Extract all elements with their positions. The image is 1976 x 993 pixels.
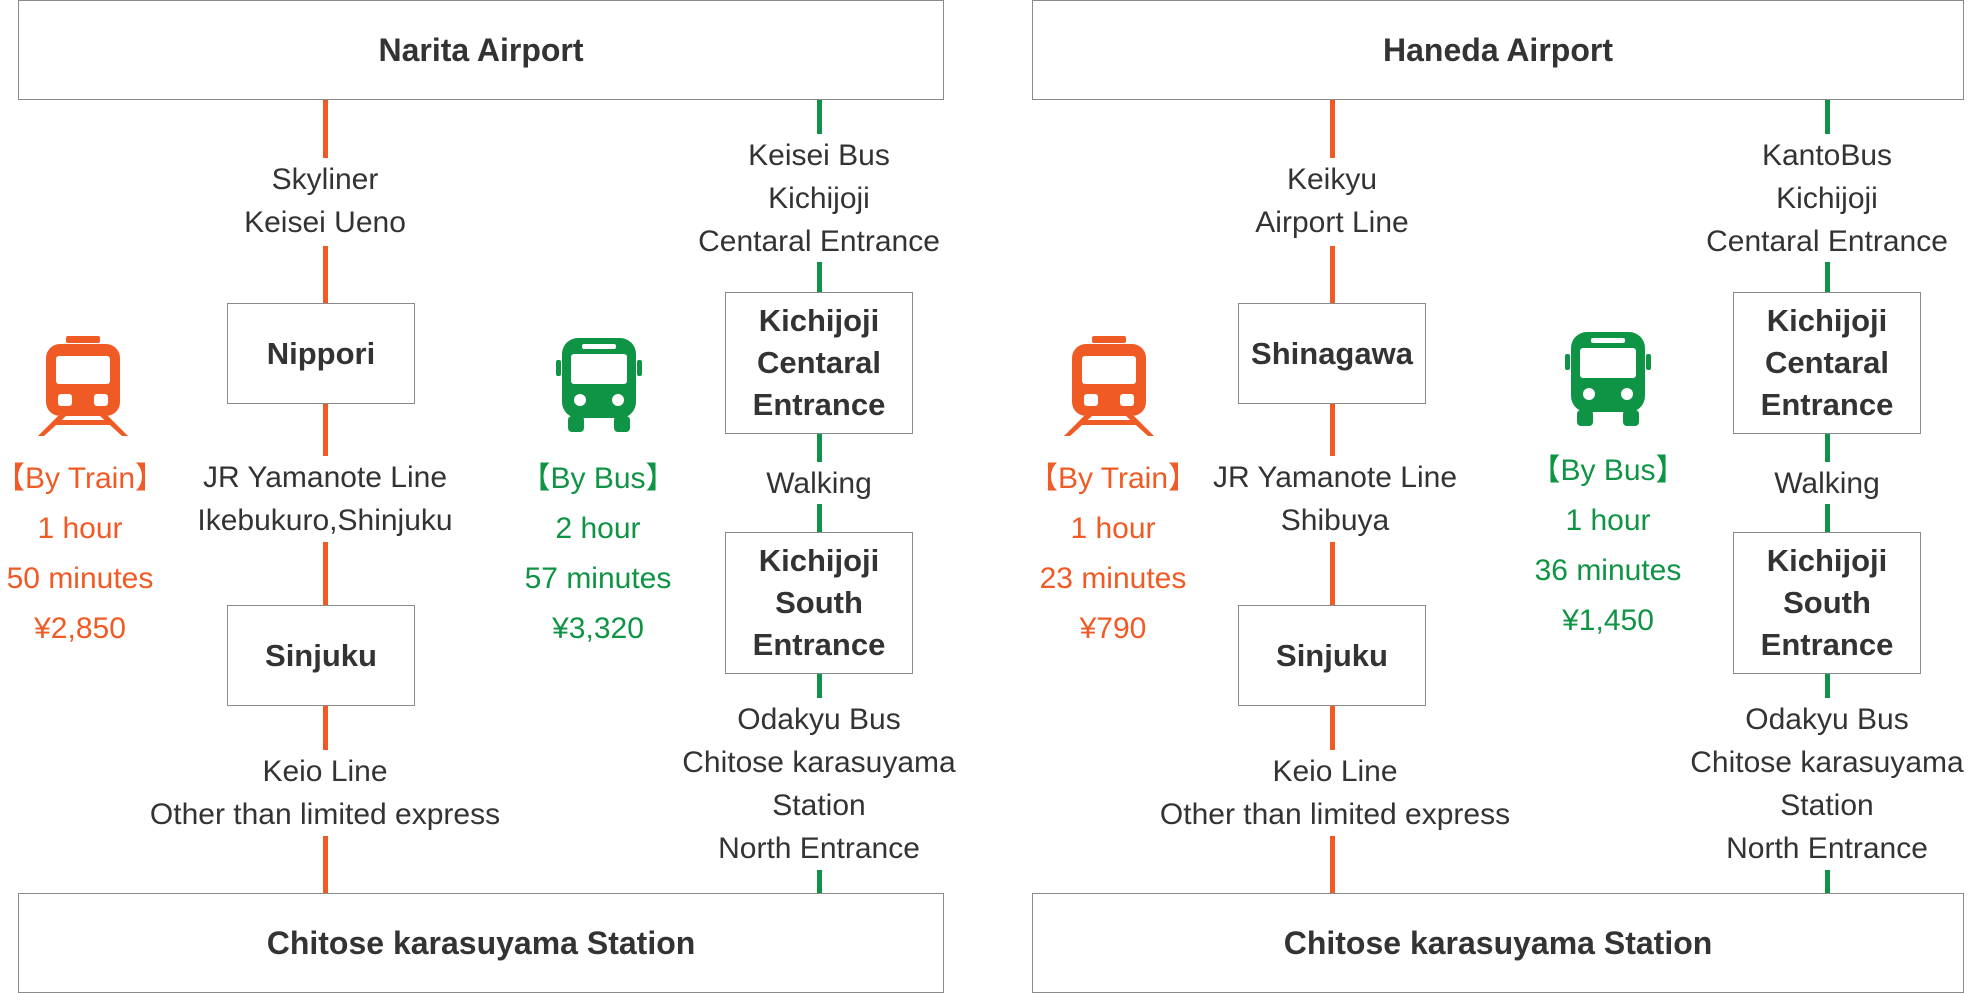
train-segment-2-label: JR Yamanote Line Ikebukuro,Shinjuku: [197, 461, 453, 537]
kichijoji-south-entrance-box: Kichijoji South Entrance: [1733, 532, 1921, 674]
bus-segment-1-label: KantoBus Kichijoji Centaral Entrance: [1706, 139, 1948, 258]
bus-icon: [1565, 332, 1651, 426]
train-segment-1-label: Skyliner Keisei Ueno: [244, 163, 406, 239]
kichijoji-south-entrance-box: Kichijoji South Entrance: [725, 532, 913, 674]
train-icon: [1064, 336, 1154, 436]
bus-info: 【By Bus】 2 hour 57 minutes ¥3,320: [520, 462, 676, 645]
train-info: 【By Train】 1 hour 50 minutes ¥2,850: [0, 462, 166, 645]
origin-label: Haneda Airport: [1383, 31, 1613, 68]
bus-segment-3-label: Odakyu Bus Chitose karasuyama Station No…: [682, 703, 956, 865]
train-segment-2-label: JR Yamanote Line Shibuya: [1212, 461, 1458, 537]
transfer-station-1: Shinagawa: [1238, 303, 1426, 404]
kichijoji-central-entrance-box: Kichijoji Centaral Entrance: [1733, 292, 1921, 434]
transfer-station-2: Sinjuku: [227, 605, 415, 706]
train-segment-3-label: Keio Line Other than limited express: [149, 755, 501, 831]
destination-label: Chitose karasuyama Station: [1283, 924, 1713, 961]
origin-box: Haneda Airport: [1032, 0, 1964, 100]
bus-icon: [556, 338, 642, 432]
bus-segment-1-label: Keisei Bus Kichijoji Centaral Entrance: [698, 139, 940, 258]
bus-info: 【By Bus】 1 hour 36 minutes ¥1,450: [1530, 454, 1686, 637]
train-segment-3-label: Keio Line Other than limited express: [1159, 755, 1511, 831]
destination-box: Chitose karasuyama Station: [18, 893, 944, 993]
train-icon: [38, 336, 128, 436]
origin-label: Narita Airport: [378, 31, 584, 68]
train-segment-1-label: Keikyu Airport Line: [1255, 163, 1409, 239]
walking-label: Walking: [766, 467, 872, 500]
origin-box: Narita Airport: [18, 0, 944, 100]
bus-segment-3-label: Odakyu Bus Chitose karasuyama Station No…: [1690, 703, 1964, 865]
walking-label: Walking: [1774, 467, 1880, 500]
transfer-station-2: Sinjuku: [1238, 605, 1426, 706]
destination-box: Chitose karasuyama Station: [1032, 893, 1964, 993]
haneda-route-panel: Haneda Airport Keikyu Airport Line Shina…: [1010, 0, 1976, 993]
train-info: 【By Train】 1 hour 23 minutes ¥790: [1027, 462, 1199, 645]
destination-label: Chitose karasuyama Station: [266, 924, 696, 961]
narita-route-panel: Narita Airport Skyliner Keisei Ueno Nipp…: [0, 0, 956, 993]
kichijoji-central-entrance-box: Kichijoji Centaral Entrance: [725, 292, 913, 434]
transfer-station-1: Nippori: [227, 303, 415, 404]
